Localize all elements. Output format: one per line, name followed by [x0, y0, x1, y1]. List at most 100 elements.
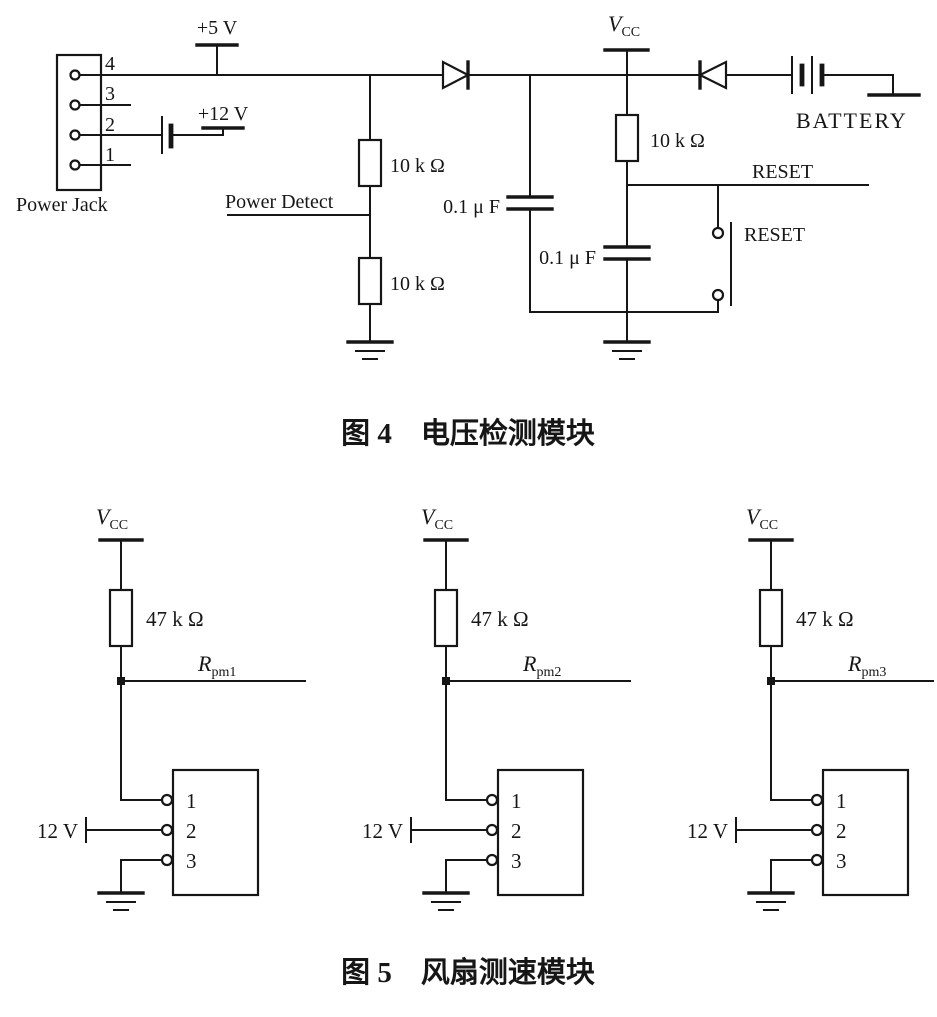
- battery-short-plates: [799, 63, 825, 87]
- vcc-subscript: CC: [621, 25, 640, 40]
- pushbutton-contact-bottom: [711, 288, 725, 302]
- v12-feed-wire: [410, 817, 488, 843]
- resistor-r3-icon: [614, 113, 640, 163]
- battery-label: BATTERY: [796, 108, 908, 133]
- figure4-caption: 图 4 电压检测模块: [341, 416, 595, 450]
- resistor-r3-value: 10 k Ω: [650, 130, 705, 152]
- resistor-r2-value: 10 k Ω: [390, 273, 445, 295]
- signal-letter: R: [522, 651, 537, 676]
- fan-connector-body: [171, 768, 260, 897]
- power-jack-pin4-circle: [69, 69, 81, 81]
- figure4-voltage-detection-module: 4 3 2 1 Power Jack +5 V +12 V: [16, 11, 921, 450]
- ground-icon: [97, 891, 145, 911]
- vcc-label: VCC: [96, 504, 128, 533]
- v12-feed-wire: [85, 817, 163, 843]
- fan-connector-body: [821, 768, 910, 897]
- tach-signal-label: Rpm2: [522, 651, 561, 680]
- fan-pin3-number: 3: [836, 849, 847, 873]
- pushbutton-contact-top: [711, 226, 725, 240]
- ground-icon: [422, 891, 470, 911]
- vcc-letter: V: [746, 504, 762, 529]
- signal-subscript: pm2: [536, 665, 561, 680]
- v12-label: 12 V: [362, 819, 403, 843]
- vcc-subscript: CC: [434, 518, 453, 533]
- power-jack-pin1-circle: [69, 159, 81, 171]
- signal-letter: R: [847, 651, 862, 676]
- vcc-letter: V: [608, 11, 624, 36]
- signal-subscript: pm1: [211, 665, 236, 680]
- figure5-fan-tach-module: VCC 47 k Ω Rpm1 1 2 3 12 V: [37, 504, 934, 989]
- capacitor-c1-branch: 0.1 μ F: [443, 74, 719, 313]
- capacitor-c1-icon: [506, 195, 554, 211]
- fan-pin1-number: 1: [511, 789, 522, 813]
- resistor-47k-icon: [758, 588, 784, 648]
- ground-icon: [747, 891, 795, 911]
- fan-pin2-number: 2: [836, 819, 847, 843]
- power-jack-pin-stub-wires: [79, 104, 162, 166]
- diode-d2-icon: [697, 60, 728, 90]
- power-jack-pin2-circle: [69, 129, 81, 141]
- fan-pin1-number: 1: [836, 789, 847, 813]
- main-power-wire: [79, 74, 894, 96]
- vcc-subscript: CC: [109, 518, 128, 533]
- fan-pin3-circle: [160, 853, 174, 867]
- resistor-47k-value: 47 k Ω: [796, 607, 854, 631]
- power-jack-label: Power Jack: [16, 194, 108, 216]
- ground-icon: [603, 340, 651, 360]
- pin4-number: 4: [105, 53, 115, 75]
- ground-icon: [346, 340, 394, 360]
- pin3-number: 3: [105, 83, 115, 105]
- c1-branch-wire: [529, 74, 719, 313]
- pin3-ground-wire: [445, 859, 488, 894]
- fan-pin2-circle: [160, 823, 174, 837]
- vcc-subscript: CC: [759, 518, 778, 533]
- capacitor-c2-value: 0.1 μ F: [539, 247, 596, 269]
- tach-signal-label: Rpm3: [847, 651, 886, 680]
- fan-pin2-number: 2: [511, 819, 522, 843]
- pullup-vertical-wire: [445, 539, 488, 801]
- vcc-label: VCC: [746, 504, 778, 533]
- fan-tach-block-1: VCC 47 k Ω Rpm1 1 2 3 12 V: [37, 504, 306, 911]
- reset-button-label: RESET: [744, 224, 805, 246]
- capacitor-c2-icon: [603, 245, 651, 261]
- plus5v-label: +5 V: [197, 17, 238, 39]
- pullup-vertical-wire: [770, 539, 813, 801]
- fan-pin3-circle: [485, 853, 499, 867]
- pin2-number: 2: [105, 114, 115, 136]
- power-jack-pin3-circle: [69, 99, 81, 111]
- reset-branch: 10 k Ω RESET 0.1 μ F: [539, 74, 869, 360]
- voltage-divider-branch: 10 k Ω 10 k Ω Power Detect: [225, 74, 445, 360]
- vcc-supply: VCC: [603, 11, 650, 76]
- plus12v-label: +12 V: [198, 103, 249, 125]
- vcc-letter: V: [421, 504, 437, 529]
- resistor-r1-icon: [357, 138, 383, 188]
- battery-icon: [791, 56, 825, 94]
- fan-pin2-circle: [810, 823, 824, 837]
- fan-pin3-number: 3: [186, 849, 197, 873]
- fan-pin2-circle: [485, 823, 499, 837]
- power-detect-label: Power Detect: [225, 191, 334, 213]
- fan-connector-body: [496, 768, 585, 897]
- vcc-label: VCC: [421, 504, 453, 533]
- diode-d1-icon: [441, 60, 471, 90]
- fan-pin1-number: 1: [186, 789, 197, 813]
- capacitor-c1-value: 0.1 μ F: [443, 196, 500, 218]
- pin1-number: 1: [105, 144, 115, 166]
- resistor-r2-icon: [357, 256, 383, 306]
- signal-letter: R: [197, 651, 212, 676]
- pin3-ground-wire: [120, 859, 163, 894]
- fan-pin3-number: 3: [511, 849, 522, 873]
- v12-label: 12 V: [687, 819, 728, 843]
- fan-tach-block-2: VCC 47 k Ω Rpm2 1 2 3 12 V: [362, 504, 631, 911]
- resistor-47k-value: 47 k Ω: [146, 607, 204, 631]
- fan-pin3-circle: [810, 853, 824, 867]
- resistor-47k-icon: [108, 588, 134, 648]
- diode-d2-triangle: [697, 60, 728, 90]
- resistor-47k-value: 47 k Ω: [471, 607, 529, 631]
- plus5v-supply: +5 V: [195, 17, 239, 76]
- fan-pin1-circle: [810, 793, 824, 807]
- tach-signal-label: Rpm1: [197, 651, 236, 680]
- battery-long-plates: [791, 56, 813, 94]
